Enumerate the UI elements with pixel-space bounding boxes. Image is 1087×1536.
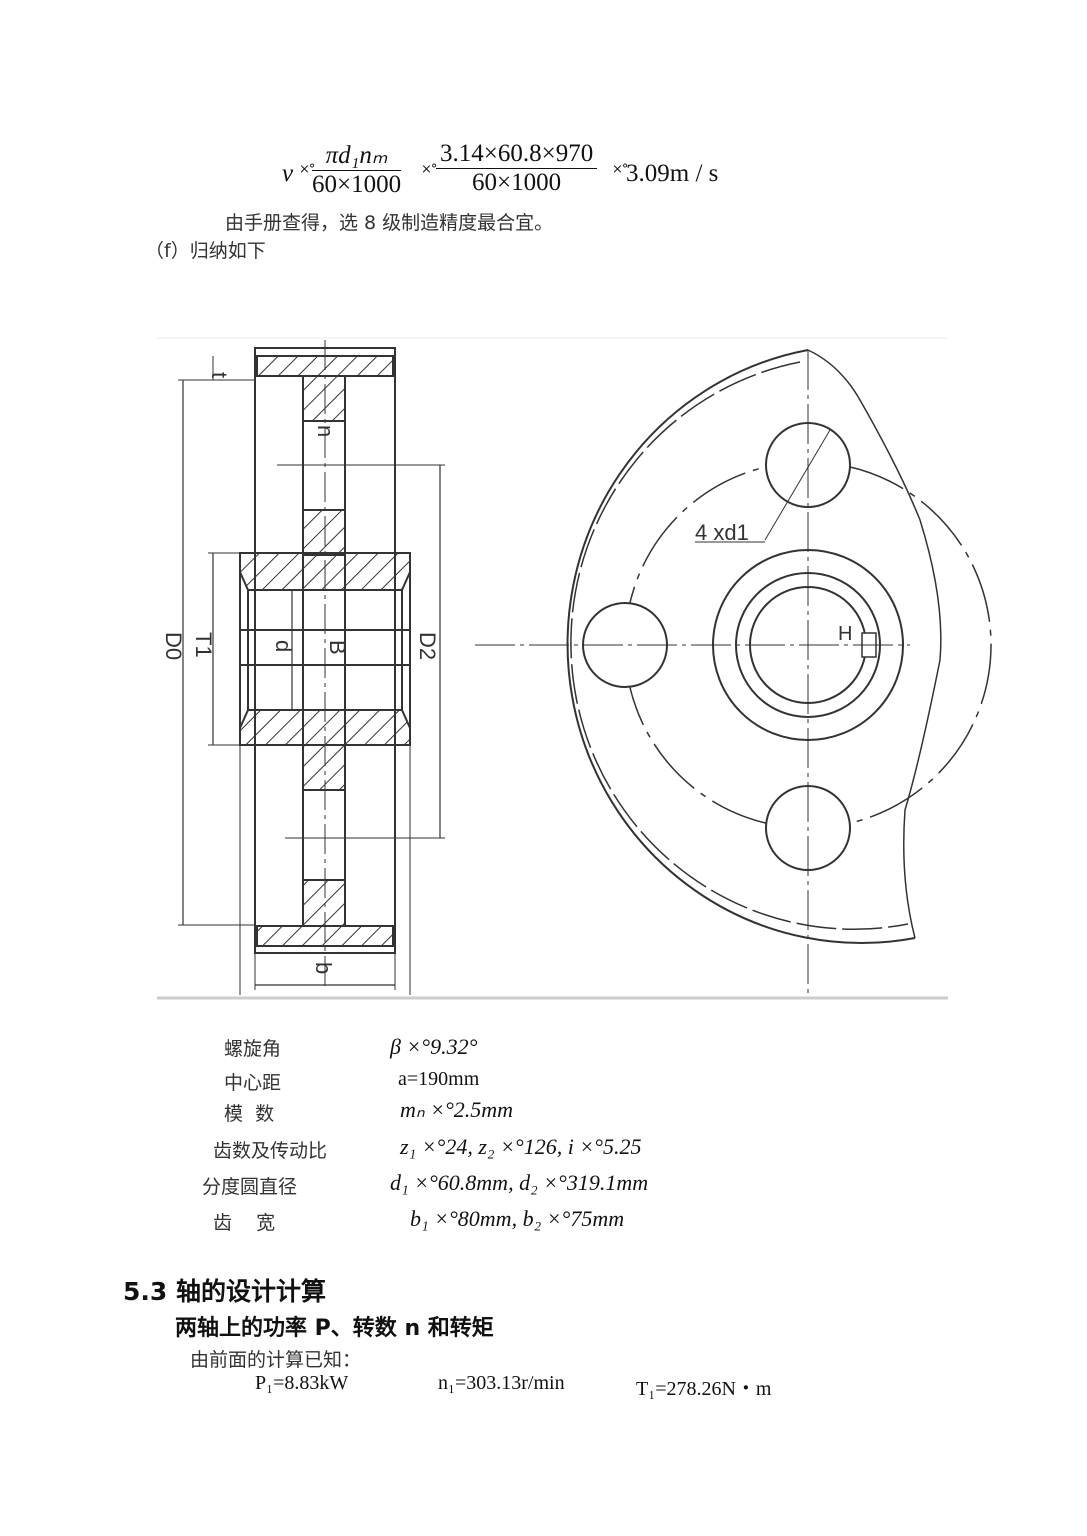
param-label: 齿数及传动比 (213, 1140, 328, 1162)
formula-result: 3.09m / s (626, 160, 719, 187)
section-intro: 由前面的计算已知： (190, 1349, 362, 1371)
param-value: β ×°9.32° (390, 1034, 478, 1059)
param-label: 模 数 (224, 1103, 275, 1125)
fraction-numerator: πd₁nₘ (312, 140, 402, 171)
param-value: d₁ ×°60.8mm, d₂ ×°319.1mm (390, 1170, 649, 1195)
dim-label-t: t (207, 372, 232, 378)
gear-drawing: t n D0 T1 d B D2 b 4 xd1 H (157, 337, 992, 1000)
param-value: b₁ ×°80mm, b₂ ×°75mm (410, 1206, 625, 1231)
dim-label-n: n (313, 425, 338, 437)
summary-heading: （f）归纳如下 (145, 240, 266, 262)
dim-label-D0: D0 (161, 632, 186, 660)
section-title: 5.3 轴的设计计算 (123, 1277, 326, 1306)
speed-value: n₁=303.13r/min (438, 1372, 565, 1394)
dim-label-B: B (325, 640, 350, 655)
formula-lhs: v (282, 160, 294, 187)
equals-glyph: ×° (299, 162, 315, 177)
fraction-numerator: 3.14×60.8×970 (436, 140, 598, 169)
param-label: 中心距 (224, 1072, 282, 1094)
param-label: 螺旋角 (224, 1038, 282, 1060)
param-value: mₙ ×°2.5mm (400, 1097, 514, 1122)
formula-fraction-1: πd₁nₘ 60×1000 (312, 140, 402, 199)
param-label: 齿 宽 (213, 1212, 276, 1234)
holes-label: 4 xd1 (695, 520, 749, 545)
param-value: z₁ ×°24, z₂ ×°126, i ×°5.25 (400, 1134, 642, 1159)
dim-label-b: b (311, 962, 336, 974)
equals-glyph: ×° (421, 162, 437, 177)
dim-label-T1: T1 (191, 632, 216, 658)
param-label: 分度圆直径 (202, 1176, 298, 1198)
equals-glyph: ×° (612, 162, 628, 177)
precision-note: 由手册查得，选 8 级制造精度最合宜。 (225, 212, 554, 234)
power-value: P₁=8.83kW (255, 1372, 349, 1394)
keyway-label-H: H (838, 623, 852, 645)
fraction-denominator: 60×1000 (472, 169, 562, 196)
fraction-denominator: 60×1000 (312, 171, 402, 198)
section-subtitle: 两轴上的功率 P、转数 n 和转矩 (175, 1316, 494, 1341)
end-view (475, 349, 992, 998)
section-view (178, 340, 445, 995)
param-value: a=190mm (398, 1068, 480, 1090)
formula-fraction-2: 3.14×60.8×970 60×1000 (436, 140, 598, 197)
dim-label-D2: D2 (415, 632, 440, 660)
dim-label-d: d (271, 640, 296, 652)
torque-value: T₁=278.26N・m (636, 1378, 772, 1400)
